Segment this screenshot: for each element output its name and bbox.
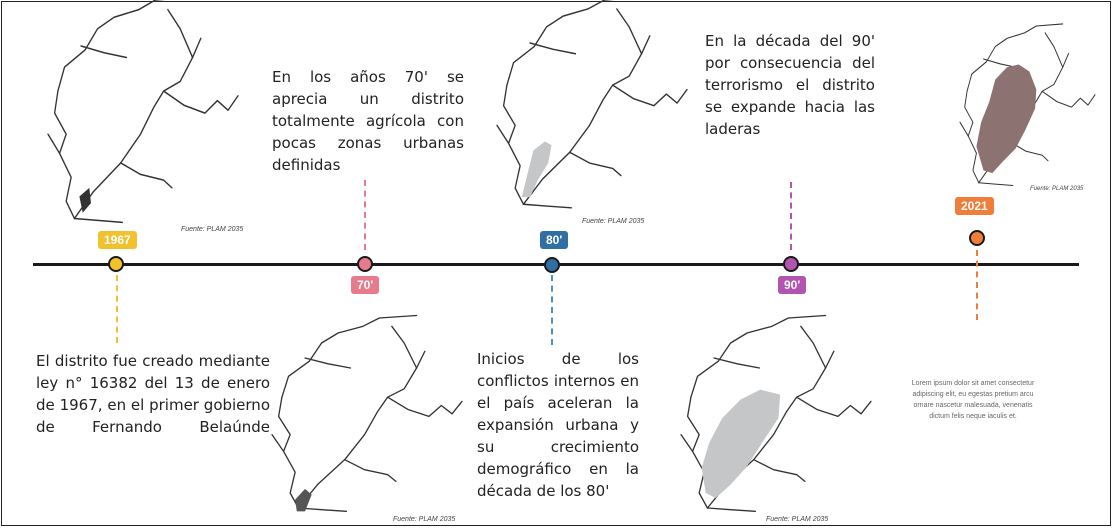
urban-area-1967: [79, 187, 91, 213]
text-2021: Lorem ipsum dolor sit amet consectetur a…: [911, 380, 1035, 420]
stem-80: [551, 275, 553, 345]
source-80: Fuente: PLAM 2035: [582, 218, 645, 225]
map-90: [680, 314, 872, 512]
text-1967: El distrito fue creado mediante ley n° 1…: [36, 352, 270, 436]
badge-70: 70': [351, 276, 380, 294]
map-1967: [47, 0, 239, 224]
badge-80: 80': [540, 231, 569, 249]
dot-80: [544, 257, 560, 273]
source-2021: Fuente: PLAM 2035: [1030, 186, 1084, 192]
dot-1967: [108, 256, 124, 272]
stem-1967: [116, 275, 118, 343]
stem-2021: [976, 250, 978, 320]
urban-area-90: [701, 389, 781, 498]
text-80: Inicios de los conflictos internos en el…: [477, 350, 639, 500]
text-70: En los años 70' se aprecia un distrito t…: [272, 68, 464, 174]
urban-area-80: [521, 141, 552, 198]
map-70: [271, 314, 463, 512]
map-80: [496, 0, 688, 209]
map-2021: [959, 23, 1096, 187]
badge-2021: 2021: [955, 197, 994, 215]
source-70: Fuente: PLAM 2035: [393, 516, 456, 523]
dot-70: [357, 256, 373, 272]
urban-area-70: [295, 488, 312, 512]
text-90: En la década del 90' por consecuencia de…: [705, 32, 875, 138]
badge-1967: 1967: [98, 231, 137, 249]
stem-90: [790, 182, 792, 250]
urban-area-2021: [976, 64, 1037, 174]
badge-90: 90': [778, 276, 807, 294]
source-1967: Fuente: PLAM 2035: [181, 226, 244, 233]
stem-70: [364, 180, 366, 250]
dot-2021: [969, 230, 985, 246]
dot-90: [783, 256, 799, 272]
source-90: Fuente: PLAM 2035: [766, 516, 829, 523]
